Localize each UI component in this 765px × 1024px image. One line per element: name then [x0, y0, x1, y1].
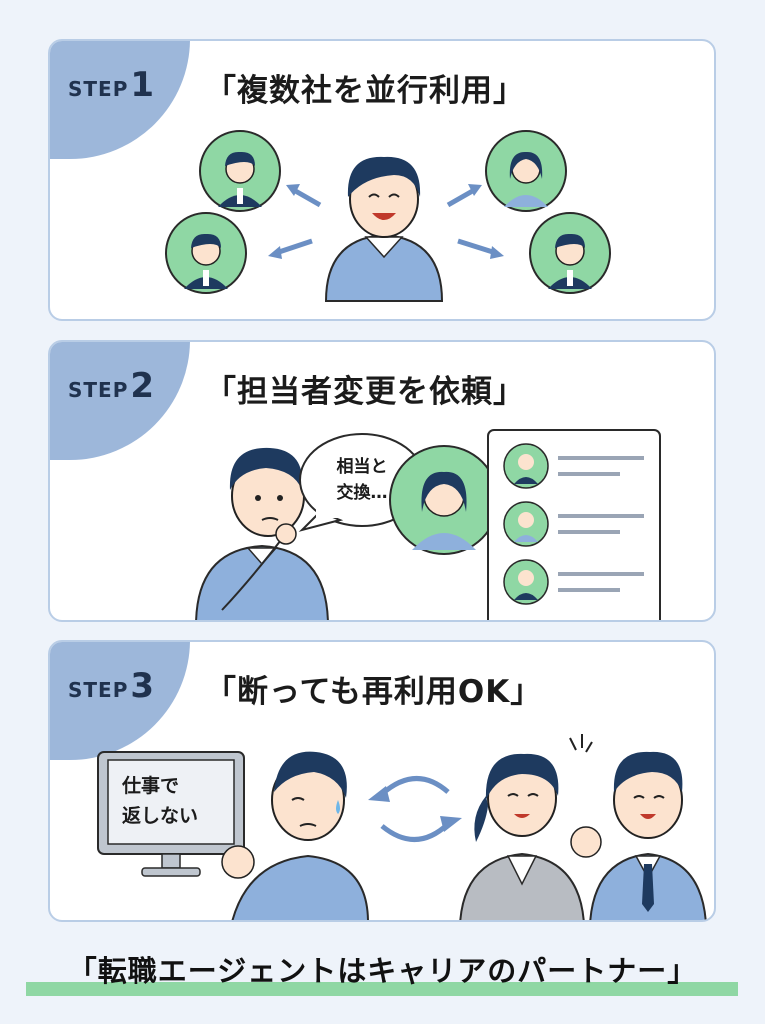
agent-list-row [503, 559, 644, 605]
female-agent [459, 734, 593, 920]
step3-title: 「断っても再利用OK」 [205, 674, 543, 710]
footer-highlight [26, 982, 738, 996]
step3-label: STEP3 [68, 666, 155, 706]
agent-list-row [503, 501, 644, 547]
speech-text-line2: 交換… [337, 482, 388, 503]
worried-person [221, 751, 369, 920]
agent-avatar-bottom-right [529, 212, 611, 294]
step2-title: 「担当者変更を依頼」 [205, 374, 525, 410]
monitor-text-line2: 返しない [122, 805, 198, 827]
step1-card: STEP1 「複数社を並行利用」 [48, 39, 716, 321]
cycle-arrows-icon [368, 776, 462, 842]
step3-illustration: 仕事で 返しない [97, 734, 707, 920]
step1-label: STEP1 [68, 65, 155, 105]
speech-text-line1: 相当と [337, 456, 388, 477]
agent-list-panel [487, 429, 661, 620]
step2-illustration: 相当と 交換… [195, 429, 661, 620]
step2-card: STEP2 「担当者変更を依頼」 相当と 交換… [48, 340, 716, 622]
monitor-text-line1: 仕事で [121, 774, 179, 797]
agent-avatar-top-left [199, 130, 281, 212]
step1-title: 「複数社を並行利用」 [205, 73, 525, 109]
step1-illustration [165, 130, 611, 302]
thinking-person [195, 447, 329, 620]
new-agent-avatar [389, 445, 499, 555]
agent-list-row [503, 443, 644, 489]
footer-title: 「転職エージェントはキャリアのパートナー」 [67, 954, 698, 988]
step2-label: STEP2 [68, 366, 155, 406]
agent-avatar-top-right [485, 130, 567, 212]
agent-avatar-bottom-left [165, 212, 247, 294]
arrow-icons [268, 184, 504, 259]
step3-card: STEP3 「断っても再利用OK」 仕事で 返しない [48, 640, 716, 922]
male-agent-waving [570, 751, 707, 920]
monitor-icon: 仕事で 返しない [97, 751, 245, 877]
job-seeker-person [324, 156, 444, 302]
